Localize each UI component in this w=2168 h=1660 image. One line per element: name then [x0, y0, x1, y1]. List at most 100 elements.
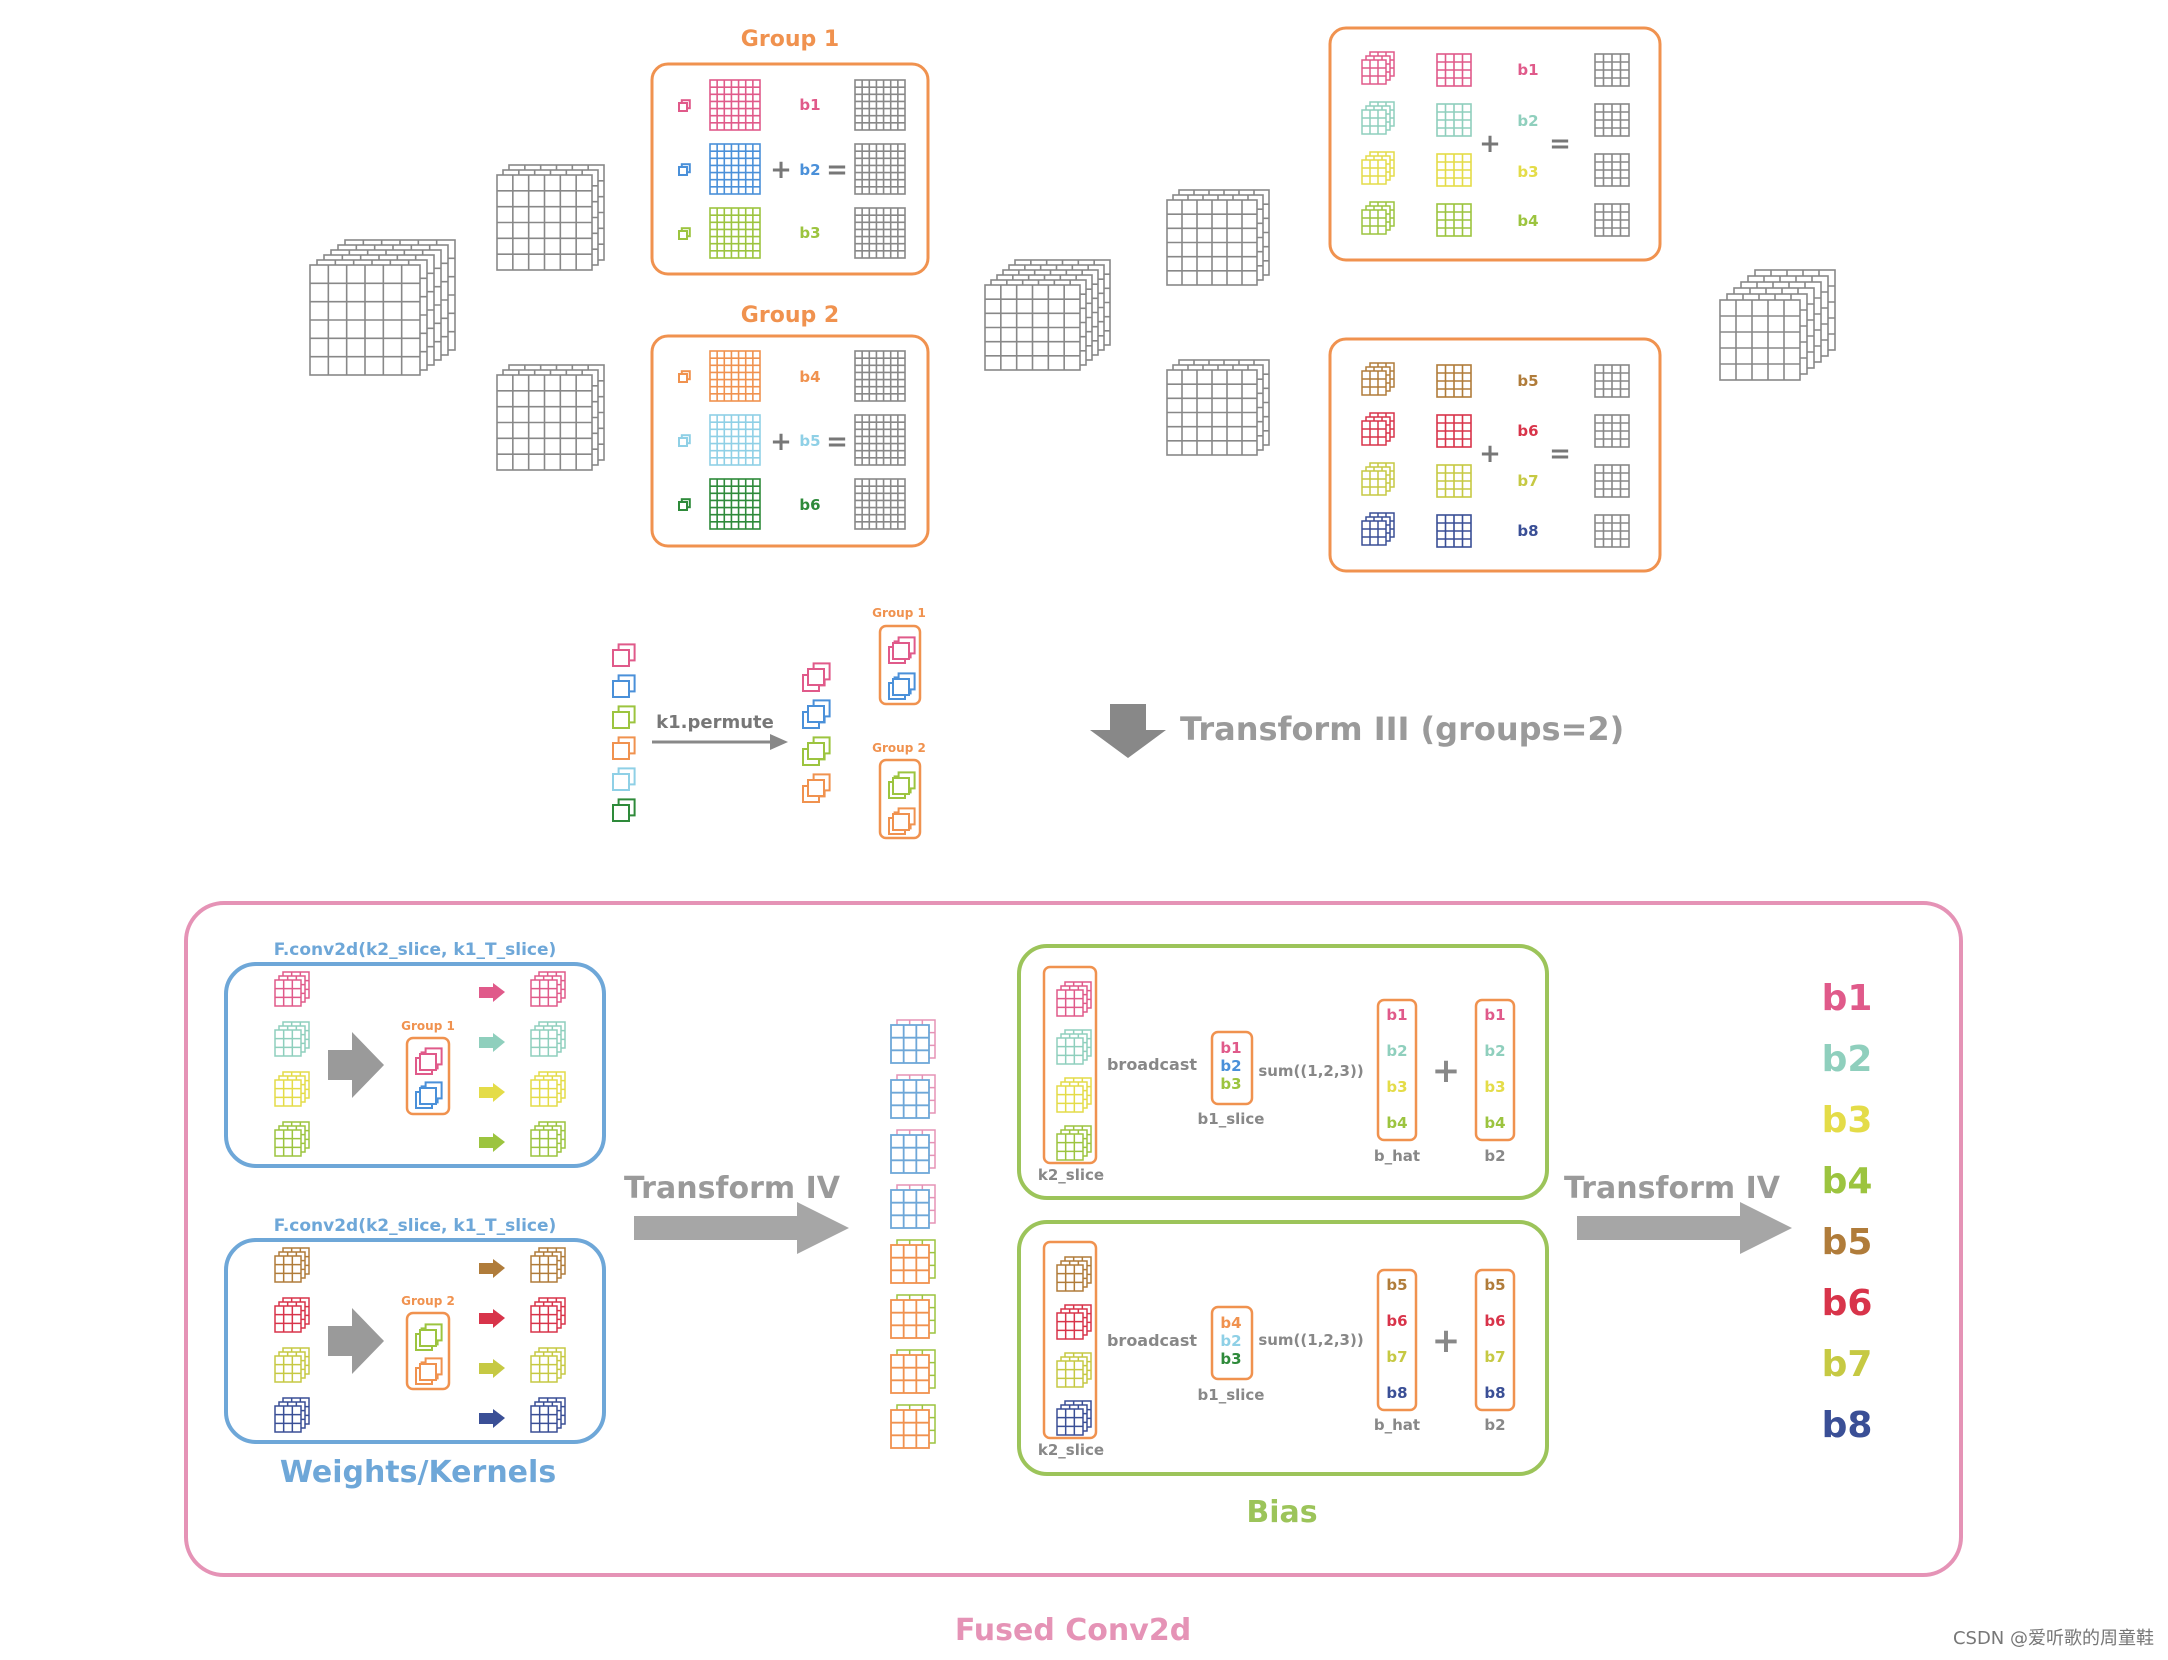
k2-slice-box-1 — [1042, 965, 1098, 1165]
rg2-grid — [1436, 364, 1472, 398]
stacked-grid-front — [890, 1024, 930, 1064]
w1-out-cube-frame — [530, 1029, 558, 1057]
bias1-slice-v3: b3 — [1220, 1075, 1241, 1093]
bias2-bhat-v1: b5 — [1386, 1276, 1407, 1294]
rg1-grid — [1436, 153, 1472, 187]
w1-out-cube — [530, 1029, 558, 1057]
permute-src-kernel-front — [612, 742, 630, 760]
rg1-label-b4: b4 — [1517, 212, 1538, 230]
b1-slice-box-2 — [1210, 1305, 1254, 1381]
w1-out-cube — [530, 979, 558, 1007]
bias2-plus: + — [1432, 1321, 1461, 1361]
k2-cube-2 — [1056, 1408, 1084, 1436]
bias1-b2-v3: b3 — [1484, 1078, 1505, 1096]
k2-cube-2-frame — [1056, 1360, 1084, 1388]
right-group1-box — [1328, 26, 1662, 262]
w2-cube-frame — [274, 1355, 302, 1383]
g2-label-b5: b5 — [799, 432, 820, 450]
w1-cube — [274, 1079, 302, 1107]
g1-small-kernel-front — [678, 102, 688, 112]
rg2-cube — [1361, 370, 1387, 396]
b2-box-1 — [1474, 998, 1516, 1142]
rg2-label-b7: b7 — [1517, 472, 1538, 490]
g2-kernel-grid-frame — [709, 414, 761, 466]
w2-mini-arrowhead — [493, 1359, 505, 1378]
rg2-cube-frame — [1361, 520, 1387, 546]
rg2-cube — [1361, 470, 1387, 496]
w1-mini-arrow-body — [479, 1087, 493, 1098]
permute-src-kernel-front — [612, 649, 630, 667]
g1-kernel-grid-frame — [709, 79, 761, 131]
w1-mini-arrowhead — [493, 983, 505, 1002]
bias1-b2-label: b2 — [1484, 1147, 1505, 1165]
w2-mini-arrowhead — [493, 1409, 505, 1428]
w1-mini-arrowhead — [493, 1033, 505, 1052]
sg2-kernel-b-front — [892, 777, 910, 795]
fused-conv2d-box — [184, 901, 1963, 1577]
stacked-grid-front — [890, 1079, 930, 1119]
rg1-cube — [1361, 109, 1387, 135]
g2-kernel-grid-frame — [709, 478, 761, 530]
fused-title: Fused Conv2d — [955, 1613, 1191, 1648]
w2-group-box — [405, 1311, 451, 1391]
bias-box-1 — [1017, 944, 1549, 1200]
g2-small-kernel-front — [678, 373, 688, 383]
rg2-equals: = — [1549, 439, 1571, 469]
w2-cube — [274, 1255, 302, 1283]
bias2-bhat-v2: b6 — [1386, 1312, 1407, 1330]
group2-box — [650, 334, 930, 548]
stacked-grid-front — [890, 1244, 930, 1284]
sg1-kernel-b-front — [892, 678, 910, 696]
w1-mini-arrowhead — [493, 1133, 505, 1152]
stacked-grid-front-frame — [890, 1354, 930, 1394]
g2-small-kernel-front — [678, 501, 688, 511]
g1-label-b2: b2 — [799, 161, 820, 179]
bias2-b2-v4: b8 — [1484, 1384, 1505, 1402]
rg1-label-b2: b2 — [1517, 112, 1538, 130]
rg2-cube-frame — [1361, 470, 1387, 496]
weights-box-2 — [224, 1238, 606, 1444]
g2-output-grid — [854, 478, 906, 530]
g2-output-grid-frame — [854, 478, 906, 530]
bias2-b2-v3: b7 — [1484, 1348, 1505, 1366]
rg2-cube — [1361, 420, 1387, 446]
stacked-grid-front-frame — [890, 1134, 930, 1174]
bias2-k2-label: k2_slice — [1038, 1441, 1104, 1459]
stacked-grid-front-frame — [890, 1299, 930, 1339]
inner-group2-title: Group 2 — [401, 1294, 455, 1308]
sg2-kernel-b-front — [892, 813, 910, 831]
stacked-grid-front-frame — [890, 1079, 930, 1119]
g2-label-b4: b4 — [799, 368, 820, 386]
group2-title: Group 2 — [741, 303, 839, 328]
transform-iv-left-arrow — [634, 1202, 849, 1254]
w2-cube-frame — [274, 1405, 302, 1433]
w2-mini-arrow-body — [479, 1313, 493, 1324]
bias-box-2 — [1017, 1220, 1549, 1476]
permute-src-kernel-front — [612, 773, 630, 791]
bias2-bhat-v4: b8 — [1386, 1384, 1407, 1402]
rg2-label-b8: b8 — [1517, 522, 1538, 540]
rg2-out — [1594, 514, 1630, 548]
permuted-kernel-b-front — [807, 779, 825, 797]
bias1-b2-v1: b1 — [1484, 1006, 1505, 1024]
transform-iv-right-label: Transform IV — [1564, 1171, 1781, 1206]
transform-iv-left-label: Transform IV — [624, 1171, 841, 1206]
g1-small-kernel-front — [678, 230, 688, 240]
g1-small-kernel-front — [678, 166, 688, 176]
w1-out-cube — [530, 1079, 558, 1107]
inner-group1-title: Group 1 — [401, 1019, 455, 1033]
bias2-bhat-v3: b7 — [1386, 1348, 1407, 1366]
k2-cube-2-frame — [1056, 1408, 1084, 1436]
small-group1-title: Group 1 — [872, 606, 926, 620]
permute-src-kernel-front — [612, 711, 630, 729]
k2-cube-1-frame — [1056, 1037, 1084, 1065]
g2-kernel-grid — [709, 478, 761, 530]
w2-cube — [274, 1355, 302, 1383]
g2-small-kernel-front — [678, 437, 688, 447]
rg1-cube-frame — [1361, 209, 1387, 235]
g1-output-grid-frame — [854, 79, 906, 131]
w1-mini-arrowhead — [493, 1083, 505, 1102]
transform-iv-right-arrow — [1577, 1202, 1792, 1254]
rg1-grid — [1436, 53, 1472, 87]
